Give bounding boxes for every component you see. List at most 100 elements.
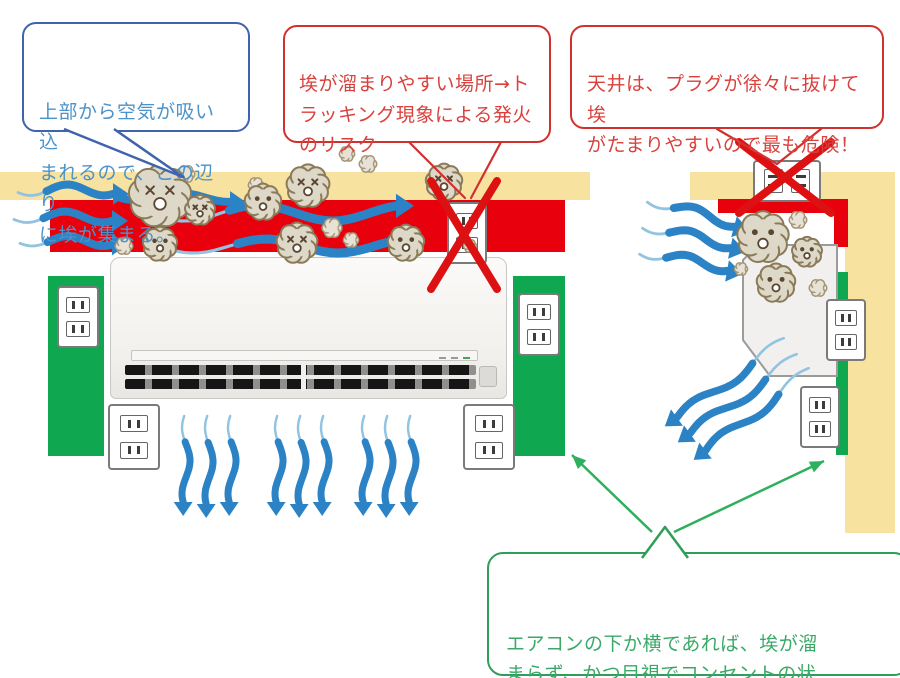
outlet: [57, 286, 99, 348]
dust-mouth: [771, 283, 781, 293]
safe-location-arrow: [571, 454, 653, 533]
outlet: [463, 404, 515, 470]
outlet-socket: [527, 328, 551, 346]
safe-location-arrowhead: [572, 455, 587, 470]
dust-eye: [751, 229, 758, 236]
dust-mouth: [439, 182, 449, 191]
outlet-socket: [66, 296, 90, 313]
airflow-arrow: [201, 438, 217, 508]
dust-body: [282, 228, 312, 258]
small-puff-body: [346, 235, 356, 245]
dust-eye: [254, 196, 260, 201]
aircon-louver-vent: [125, 365, 476, 391]
airflow-arrow: [271, 438, 287, 506]
airflow-arrowhead: [725, 260, 743, 282]
dust-body: [250, 189, 276, 215]
callout-tracking-risk: 埃が溜まりやすい場所→ト ラッキング現象による発火 のリスク: [283, 25, 551, 156]
dust-body: [796, 241, 818, 263]
airflow-arrow: [662, 250, 731, 276]
airflow-arrowhead: [289, 504, 309, 518]
airflow-arrowhead: [664, 409, 683, 427]
callout-pointer-line: [715, 127, 779, 166]
dust-eye-x: [201, 204, 208, 211]
small-puff-body: [737, 265, 745, 273]
dust-body: [762, 269, 790, 297]
dust-eye: [397, 237, 403, 242]
outlet-socket: [66, 321, 90, 338]
aircon-panel-seam: [131, 350, 478, 361]
small-puff-body: [119, 241, 129, 251]
dust-eye: [779, 276, 785, 282]
dust-eye-x: [435, 175, 442, 182]
dust-mouth: [803, 252, 811, 260]
callout-pointer-line: [407, 140, 467, 200]
dust-eye: [152, 238, 157, 244]
airflow-arrow: [317, 438, 333, 506]
airflow-arrow: [381, 438, 397, 508]
callout-ceiling-risk: 天井は、プラグが徐々に抜けて埃 がたまりやすいので最も危険！: [570, 25, 884, 156]
airflow-arrow: [43, 231, 116, 251]
airflow-arrow: [404, 438, 420, 506]
dust-eye: [800, 247, 805, 252]
aircon-side-cap: [479, 366, 497, 387]
airflow-arrowhead: [399, 502, 419, 516]
airflow-arrow: [669, 202, 738, 231]
airflow-arrowhead: [396, 193, 414, 219]
prohibited-x-mark: [735, 138, 835, 217]
dust-body: [189, 199, 211, 221]
outlet-socket: [119, 441, 149, 459]
airflow-arrowhead: [266, 502, 286, 516]
airflow-arrowhead: [312, 502, 332, 516]
airflow-arrow: [665, 226, 735, 253]
dust-mouth: [757, 237, 769, 250]
airflow-arrowhead: [196, 504, 216, 518]
dust-eye-x: [145, 185, 155, 195]
callout-safe-location: エアコンの下か横であれば、埃が溜 まらず、かつ目視でコンセントの状 態が確認でき…: [487, 525, 900, 678]
outlet-socket: [834, 309, 858, 326]
dust-eye-x: [297, 178, 305, 186]
dust-eye: [768, 229, 775, 236]
outlet: [800, 386, 840, 448]
prohibited-x-mark: [427, 177, 501, 293]
dust-eye: [163, 238, 168, 244]
airflow-arrowhead: [353, 502, 373, 516]
small-puff-body: [342, 149, 352, 159]
airflow-arrow: [224, 438, 240, 506]
airflow-arrowhead: [728, 237, 746, 259]
outlet: [108, 404, 160, 470]
outlet-socket: [474, 441, 504, 459]
dust-body: [745, 219, 781, 255]
airflow-arrow: [686, 375, 770, 438]
aircon-indicator-lights: [439, 357, 470, 359]
dust-eye-x: [192, 204, 199, 211]
callout-safe-location-tail: [640, 525, 690, 559]
callout-pointer-line: [775, 127, 823, 166]
danger-zone-corner-vertical: [834, 213, 848, 247]
dust-eye: [409, 237, 415, 242]
dust-mouth: [155, 244, 165, 253]
outlet-socket: [808, 421, 832, 438]
outlet: [518, 293, 560, 356]
callout-tracking-risk-text: 埃が溜まりやすい場所→ト ラッキング現象による発火 のリスク: [299, 72, 532, 157]
outlet-socket: [808, 396, 832, 413]
dust-eye: [809, 247, 814, 252]
safe-location-arrow: [673, 459, 825, 534]
callout-safe-location-text: エアコンの下か横であれば、埃が溜 まらず、かつ目視でコンセントの状 態が確認でき…: [506, 632, 818, 678]
dust-body: [148, 232, 172, 256]
dust-mouth: [153, 197, 167, 211]
wall-band-right: [845, 200, 895, 533]
dust-mouth: [196, 210, 204, 218]
airflow-arrow: [673, 359, 757, 422]
dust-mouth: [303, 186, 313, 197]
dust-eye: [767, 276, 773, 282]
dust-body: [138, 174, 182, 218]
airflow-arrow: [42, 180, 117, 200]
airflow-arrowhead: [112, 210, 128, 232]
dust-eye-x: [165, 185, 175, 195]
outlet-socket: [474, 415, 504, 433]
dust-eye-x: [299, 235, 307, 243]
airflow-arrow: [39, 207, 116, 227]
dust-body: [393, 230, 419, 256]
